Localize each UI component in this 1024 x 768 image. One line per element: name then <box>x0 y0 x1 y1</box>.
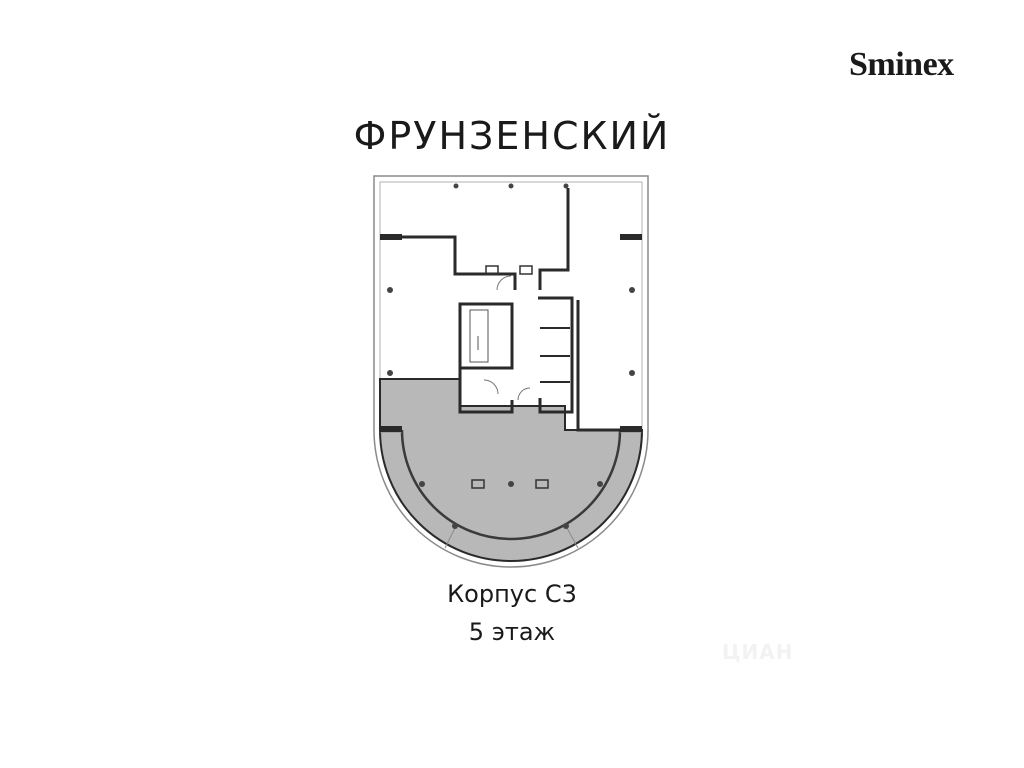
column <box>563 183 569 189</box>
highlighted-unit <box>379 378 644 562</box>
mullion-line <box>444 527 456 549</box>
wall-left-upper <box>380 235 517 290</box>
column <box>629 370 635 376</box>
sminex-logo: Sminex <box>849 46 954 83</box>
column <box>387 287 393 293</box>
column <box>629 287 635 293</box>
column <box>597 481 603 487</box>
shaft <box>519 265 533 275</box>
column <box>508 183 514 189</box>
column <box>563 523 569 529</box>
wall-top-divider <box>538 188 570 290</box>
curved-window-line <box>400 429 622 541</box>
floor-label: 5 этаж <box>468 618 556 646</box>
column <box>419 481 425 487</box>
wall-pier <box>620 234 642 240</box>
wall-right-unit <box>576 300 620 432</box>
building-label: Корпус С3 <box>447 580 577 608</box>
wall-pier <box>620 426 642 432</box>
watermark: ЦИАН <box>722 640 794 664</box>
door-swing <box>483 379 499 395</box>
shaft <box>471 479 485 489</box>
mullion-line <box>566 527 579 549</box>
shaft <box>485 265 499 275</box>
elevator-core <box>538 296 574 414</box>
column <box>452 523 458 529</box>
door-swing <box>517 387 531 401</box>
stair-core <box>458 302 514 370</box>
shaft <box>535 479 549 489</box>
column <box>453 183 459 189</box>
wall-pier <box>380 234 402 240</box>
wall-pier <box>380 426 402 432</box>
column <box>387 370 393 376</box>
stair-flight <box>469 309 489 363</box>
project-title: ФРУНЗЕНСКИЙ <box>353 114 671 158</box>
column <box>508 481 514 487</box>
door-swing <box>496 275 512 291</box>
corridor-wall <box>458 368 514 414</box>
